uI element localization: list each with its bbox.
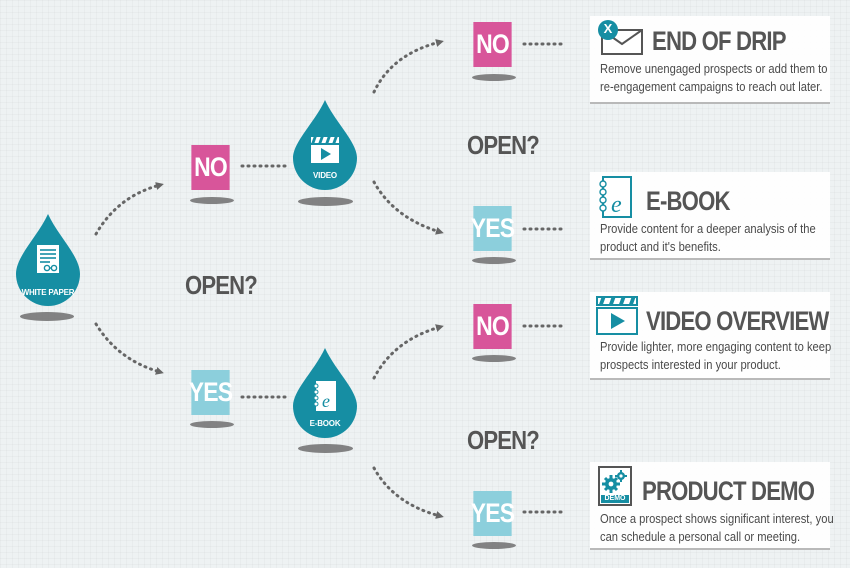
document-icon	[36, 244, 60, 274]
card-desc-line1: Once a prospect shows significant intere…	[600, 511, 834, 526]
outcome-tile-no-2: NO	[473, 304, 512, 349]
arrow-start-to-yes	[94, 322, 164, 375]
arrow-video-to-no	[372, 39, 444, 94]
card-desc-line2: can schedule a personal call or meeting.	[600, 529, 801, 544]
question-open-2: OPEN?	[467, 130, 540, 160]
video-clapper-icon	[596, 296, 638, 341]
outcome-card-product-demo: DEMO PRODUCT DEMO Once a prospect shows …	[590, 462, 834, 548]
outcome-tile-yes-1: YES	[471, 206, 515, 251]
outcome-tile-shadow	[472, 542, 516, 549]
card-title: VIDEO OVERVIEW	[646, 306, 829, 336]
arrow-video-to-yes	[372, 180, 444, 235]
envelope-x-icon: X	[596, 20, 644, 61]
ebook-label: E-BOOK	[309, 419, 341, 428]
card-desc-line1: Provide lighter, more engaging content t…	[600, 339, 832, 354]
demo-badge: DEMO	[604, 495, 626, 502]
envelope-badge: X	[603, 21, 613, 36]
arrow-start-to-no	[94, 182, 164, 236]
start-drop-shadow	[20, 312, 74, 321]
demo-gears-icon: DEMO	[598, 466, 632, 511]
branch-no-tile: NO	[191, 145, 230, 190]
card-desc-line2: product and it's benefits.	[600, 239, 721, 254]
ebook-icon: e	[598, 176, 632, 223]
start-drop: WHITE PAPER	[16, 214, 80, 306]
card-desc-line2: prospects interested in your product.	[600, 357, 781, 372]
card-title: END OF DRIP	[652, 26, 786, 56]
ebook-icon: e	[313, 380, 337, 412]
arrow-ebook-to-no	[372, 324, 444, 380]
card-title: E-BOOK	[646, 186, 730, 216]
card-desc-line1: Provide content for a deeper analysis of…	[600, 221, 816, 236]
question-open-1: OPEN?	[185, 270, 258, 300]
svg-text:e: e	[611, 192, 622, 218]
outcome-tile-shadow	[472, 74, 516, 81]
card-desc-line2: re-engagement campaigns to reach out lat…	[600, 79, 823, 94]
branch-no-shadow	[190, 197, 234, 204]
question-open-3: OPEN?	[467, 425, 540, 455]
ebook-drop-shadow	[298, 444, 353, 453]
video-drop: VIDEO	[293, 100, 357, 190]
branch-yes-shadow	[190, 421, 234, 428]
branch-yes-tile: YES	[189, 370, 233, 415]
outcome-tile-shadow	[472, 355, 516, 362]
svg-text:e: e	[322, 391, 330, 411]
video-clapper-icon	[310, 136, 340, 164]
card-desc-line1: Remove unengaged prospects or add them t…	[600, 61, 828, 76]
arrow-ebook-to-yes	[372, 466, 444, 519]
outcome-card-video-overview: VIDEO OVERVIEW Provide lighter, more eng…	[590, 292, 832, 378]
outcome-card-end-of-drip: X END OF DRIP Remove unengaged prospects…	[590, 16, 830, 102]
outcome-tile-no-1: NO	[473, 22, 512, 67]
video-drop-shadow	[298, 197, 353, 206]
start-label: WHITE PAPER	[21, 288, 75, 297]
video-label: VIDEO	[313, 171, 337, 180]
outcome-tile-shadow	[472, 257, 516, 264]
outcome-card-ebook: e E-BOOK Provide content for a deeper an…	[590, 172, 830, 258]
outcome-tile-yes-2: YES	[471, 491, 515, 536]
card-title: PRODUCT DEMO	[642, 476, 815, 506]
ebook-drop: e E-BOOK	[293, 348, 357, 438]
